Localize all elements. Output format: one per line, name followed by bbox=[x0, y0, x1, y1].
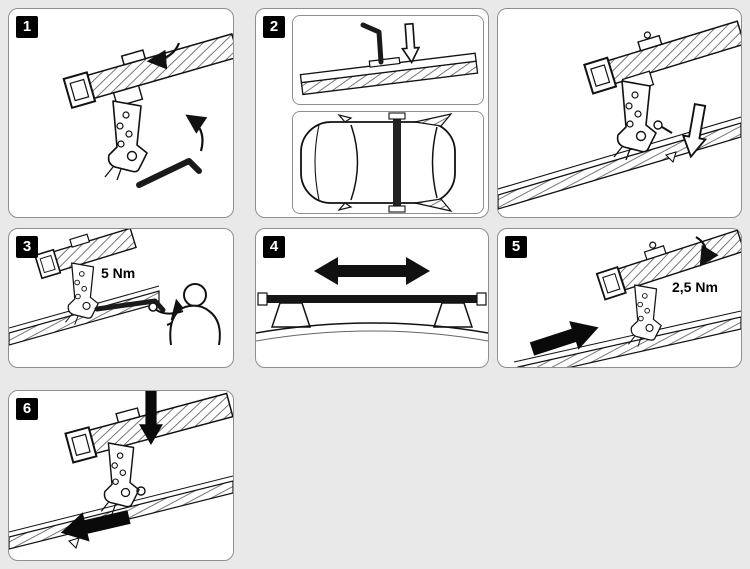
roof-foot-illustration bbox=[100, 442, 140, 515]
step-number-badge: 4 bbox=[263, 236, 285, 258]
step-5-panel: 5 2,5 Nm bbox=[497, 228, 742, 368]
step-number-badge: 3 bbox=[16, 236, 38, 258]
crossbar-illustration bbox=[595, 229, 741, 301]
open-door-icon bbox=[414, 198, 453, 212]
step-1-panel: 1 bbox=[8, 8, 234, 218]
crossbar-illustration bbox=[64, 392, 233, 464]
step-2-panel: 2 bbox=[255, 8, 489, 218]
roof-foot-illustration bbox=[270, 302, 312, 328]
torque-label: 5 Nm bbox=[101, 265, 136, 281]
tighten-arrow-icon bbox=[695, 236, 719, 267]
door-rail-illustration bbox=[498, 122, 741, 210]
crossbar-illustration bbox=[62, 32, 233, 109]
crossbar-position bbox=[393, 116, 401, 209]
roof-foot-illustration bbox=[613, 80, 657, 161]
step-3-panel: 3 5 Nm bbox=[8, 228, 234, 368]
roof-foot-illustration bbox=[104, 100, 148, 181]
step-4-panel: 4 bbox=[255, 228, 489, 368]
crossbar-illustration bbox=[34, 229, 137, 280]
hex-key-icon bbox=[360, 22, 384, 65]
crossbar-illustration bbox=[266, 295, 478, 303]
step2-detail-box bbox=[292, 15, 484, 105]
step5-illustration bbox=[513, 229, 741, 367]
step-number-badge: 2 bbox=[263, 16, 285, 38]
step4-illustration bbox=[256, 257, 488, 342]
rotation-arrow-icon bbox=[146, 42, 181, 70]
swing-arrow-icon bbox=[185, 114, 208, 152]
step6-illustration bbox=[9, 391, 233, 550]
insert-down-arrow-icon bbox=[399, 22, 421, 64]
person-illustration bbox=[148, 283, 221, 346]
side-mirror-icon bbox=[337, 202, 353, 212]
step2-car-box bbox=[292, 111, 484, 214]
roof-contour bbox=[256, 322, 488, 334]
step-number-badge: 5 bbox=[505, 236, 527, 258]
foot-on-rail-illustration bbox=[498, 20, 741, 210]
step-number-badge: 1 bbox=[16, 16, 38, 38]
rail-marker-icon bbox=[67, 537, 80, 550]
side-mirror-icon bbox=[337, 113, 353, 123]
open-door-icon bbox=[414, 113, 453, 127]
door-rail-illustration bbox=[517, 316, 741, 367]
step1-illustration bbox=[62, 32, 233, 188]
rail-marker-icon bbox=[664, 151, 677, 164]
step-6-panel: 6 bbox=[8, 390, 234, 561]
step-number-badge: 6 bbox=[16, 398, 38, 420]
hex-key-icon bbox=[136, 158, 202, 188]
roof-foot-illustration bbox=[432, 302, 474, 328]
step2-key-insert-illustration bbox=[299, 22, 479, 96]
clamp-screw-icon bbox=[136, 486, 146, 496]
car-top-view-illustration bbox=[300, 112, 456, 213]
step-2-continued-panel bbox=[497, 8, 742, 218]
clamp-screw-icon bbox=[653, 120, 663, 130]
hex-key-icon bbox=[94, 298, 166, 313]
adjust-width-double-arrow-icon bbox=[314, 257, 430, 285]
torque-label: 2,5 Nm bbox=[672, 279, 718, 295]
clamp-screw-icon bbox=[661, 126, 673, 134]
crossbar-illustration bbox=[583, 20, 741, 95]
step3-illustration bbox=[9, 229, 221, 346]
